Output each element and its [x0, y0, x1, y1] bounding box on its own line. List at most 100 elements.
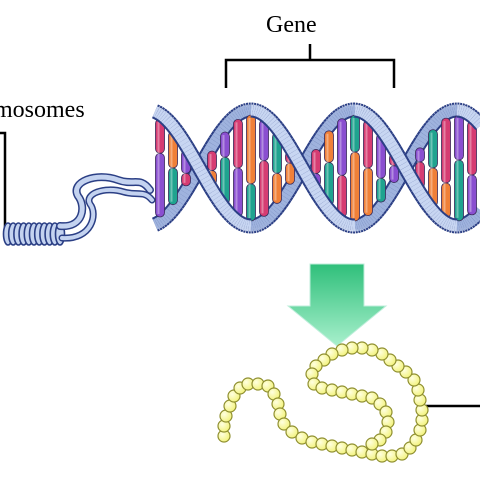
backbone-b [335, 215, 345, 227]
backbone-a [449, 219, 455, 231]
backbone-a [192, 161, 204, 171]
gene-bracket [224, 44, 396, 88]
backbone-a [253, 219, 259, 231]
backbone-a [331, 113, 341, 124]
backbone-b [304, 177, 316, 186]
backbone-a [168, 122, 180, 133]
backbone-b [410, 144, 422, 154]
backbone-b [322, 204, 334, 214]
base-pair-top [207, 150, 217, 171]
backbone-b [439, 109, 449, 120]
backbone-b [386, 186, 398, 196]
backbone-a [316, 130, 328, 140]
backbone-b [286, 145, 298, 155]
backbone-a [284, 184, 296, 194]
backbone-a [174, 131, 186, 141]
backbone-a [176, 134, 188, 144]
base-pair-bottom [168, 167, 178, 206]
backbone-b [163, 210, 173, 221]
backbone-b [172, 198, 184, 208]
backbone-b [342, 218, 350, 230]
backbone-a [469, 213, 479, 224]
base-pair-top [337, 118, 347, 176]
protein-bead [365, 437, 379, 451]
backbone-a [156, 108, 164, 120]
backbone-b [174, 195, 186, 205]
backbone-b [367, 212, 377, 223]
backbone-a [388, 143, 400, 153]
backbone-b [208, 138, 220, 148]
backbone-a [467, 214, 477, 225]
backbone-b [467, 111, 477, 122]
backbone-b [236, 107, 244, 119]
backbone-b [268, 119, 280, 129]
backbone-b [154, 217, 162, 229]
backbone-b [390, 179, 402, 189]
backbone-a [424, 203, 436, 213]
backbone-a [465, 216, 475, 227]
backbone-b [358, 218, 366, 230]
base-pair-top [415, 147, 425, 163]
dna-linker-strand-fill [57, 174, 153, 229]
backbone-b [461, 105, 467, 117]
backbone-b [265, 114, 275, 125]
backbone-a [333, 111, 343, 122]
base-pair-bottom [155, 152, 165, 218]
backbone-a [464, 217, 472, 228]
backbone-a [290, 174, 302, 184]
backbone-b [263, 112, 273, 123]
base-pair-bottom [363, 167, 373, 217]
backbone-b [459, 105, 465, 117]
gene-label: Gene [266, 12, 317, 38]
backbone-a [474, 207, 480, 215]
backbone-b [157, 215, 167, 226]
backbone-a [218, 203, 230, 213]
base-pair-top [454, 114, 464, 161]
backbone-b [302, 173, 314, 183]
backbone-b [444, 106, 452, 118]
backbone-b [272, 124, 284, 134]
backbone-b [290, 152, 302, 162]
base-pair-bottom [181, 172, 191, 187]
backbone-b [180, 186, 192, 196]
backbone-a [212, 194, 224, 204]
base-pair-top [311, 149, 321, 174]
backbone-b [261, 111, 271, 122]
backbone-b [292, 155, 304, 165]
base-pair-bottom [389, 165, 399, 183]
backbone-b [326, 208, 338, 219]
backbone-a [412, 185, 424, 195]
backbone-a [154, 107, 162, 119]
backbone-b [227, 114, 237, 125]
backbone-b [298, 166, 310, 176]
backbone-b [288, 149, 300, 158]
backbone-a [444, 218, 452, 230]
backbone-a [182, 143, 194, 153]
backbone-a [172, 128, 184, 138]
backbone-b [465, 109, 475, 120]
base-pair-top [324, 130, 334, 163]
helix-back-strand [151, 102, 480, 234]
backbone-a [216, 200, 228, 210]
backbone-a [345, 105, 351, 117]
backbone-b [266, 116, 278, 127]
backbone-b [220, 121, 232, 131]
backbone-a [471, 211, 480, 222]
base-pair-top [246, 114, 256, 185]
backbone-b [378, 198, 390, 208]
backbone-a [220, 205, 232, 215]
backbone-a [392, 150, 404, 160]
backbone-a [208, 188, 220, 198]
backbone-b [324, 206, 336, 217]
backbone-a [210, 191, 222, 201]
base-pair-bottom [376, 177, 386, 203]
backbone-b [469, 112, 479, 123]
backbone-a [194, 164, 206, 174]
backbone-a [282, 187, 294, 197]
backbone-b [408, 148, 420, 158]
backbone-a [304, 150, 316, 159]
backbone-a [367, 113, 377, 124]
backbone-a [196, 168, 208, 178]
backbone-b [431, 116, 441, 127]
backbone-b [372, 206, 384, 216]
